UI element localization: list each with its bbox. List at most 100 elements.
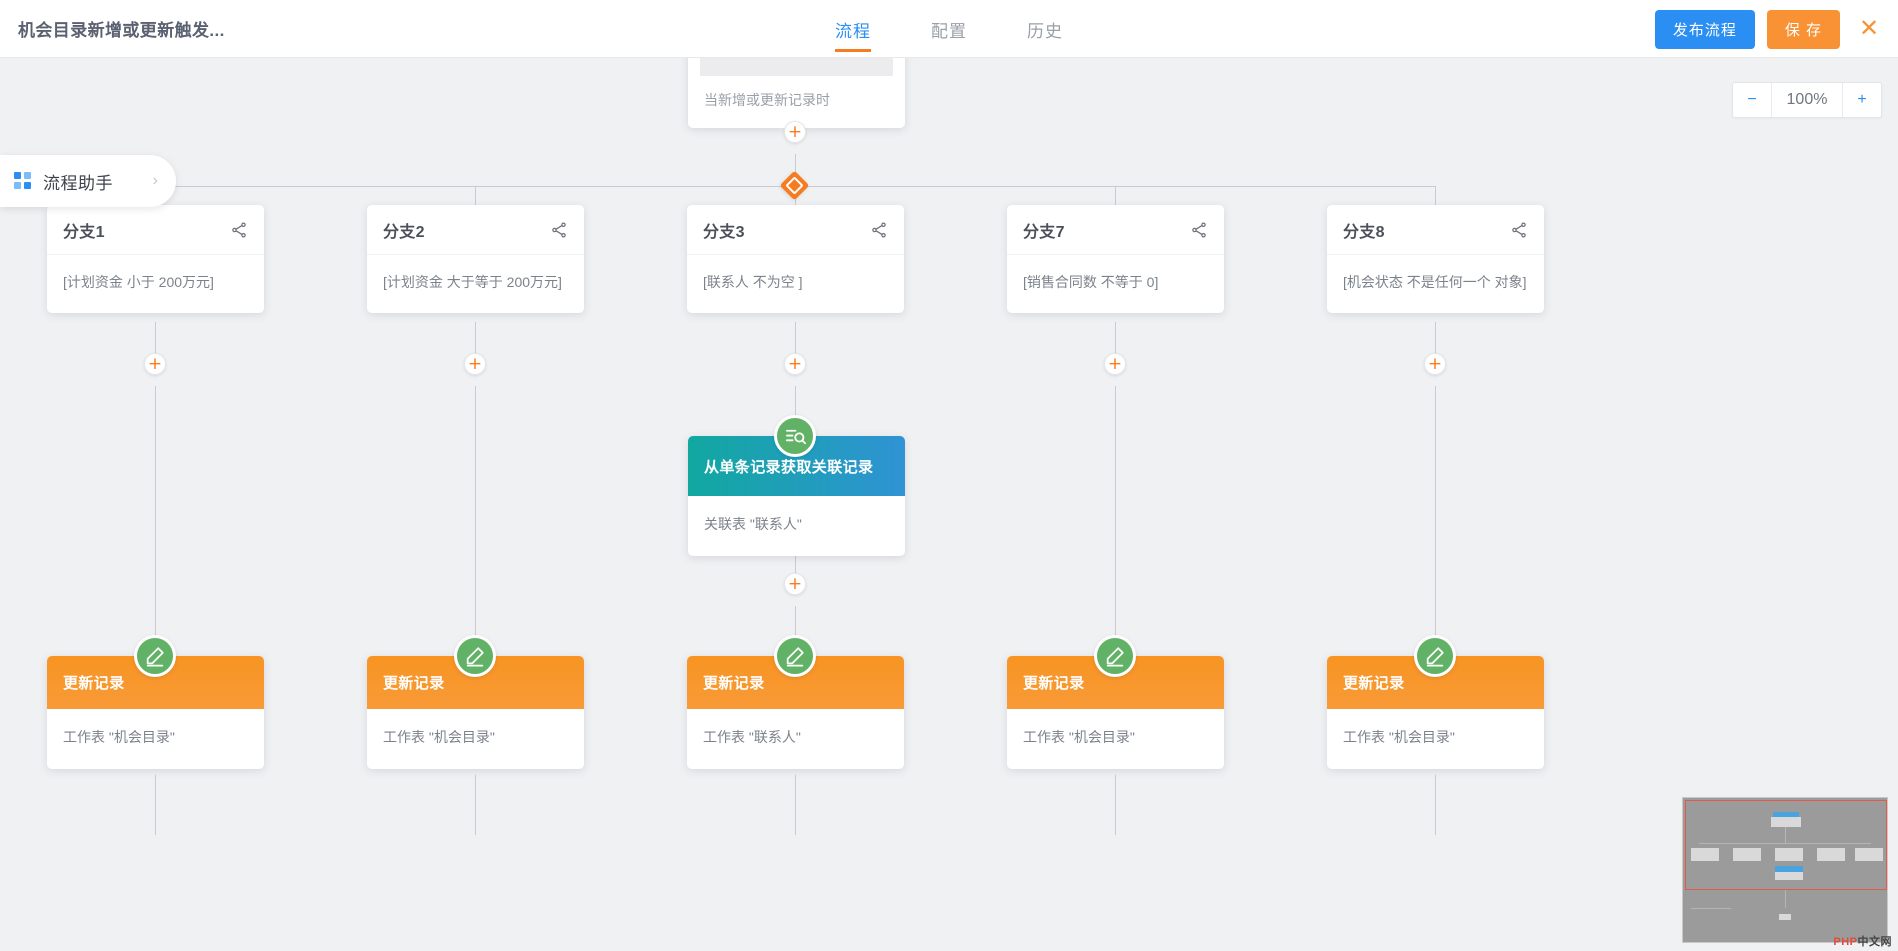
- update-badge[interactable]: [134, 635, 176, 677]
- connector-plus3-to-lookup: [795, 386, 796, 438]
- add-node-button-branch-3[interactable]: +: [784, 353, 806, 375]
- minimap-node: [1733, 848, 1761, 861]
- grid-icon: [14, 172, 32, 190]
- pencil-icon: [466, 647, 484, 667]
- flow-canvas[interactable]: 流程助手 › − 100% +: [0, 58, 1898, 951]
- record-search-icon: [785, 429, 806, 444]
- branch-title: 分支1: [63, 223, 105, 241]
- branch-split-node[interactable]: [779, 170, 810, 201]
- branch-card[interactable]: 分支1 [计划资金 小于 200万元]: [47, 205, 264, 313]
- update-card-detail: 工作表 "机会目录": [1023, 729, 1135, 745]
- branch-title: 分支2: [383, 223, 425, 241]
- share-icon[interactable]: [550, 221, 568, 239]
- minimap-node: [1771, 817, 1801, 827]
- lookup-badge[interactable]: [774, 415, 816, 457]
- connector-plus-to-diamond: [795, 154, 796, 186]
- pencil-icon: [1426, 647, 1444, 667]
- branch-condition: [机会状态 不是任何一个 对象]: [1343, 274, 1527, 290]
- update-badge[interactable]: [1414, 635, 1456, 677]
- connector-update1-tail: [155, 775, 156, 835]
- flow-graph: 当新增或更新记录时 + 分支1 [计划资金 小于 200万元] 分支2 [计划资…: [0, 58, 1898, 951]
- watermark-php: PHP: [1833, 936, 1858, 948]
- toolbar-actions: 发布流程 保 存 ✕: [1654, 0, 1882, 58]
- minimap-node: [1691, 848, 1719, 861]
- minimap-node: [1775, 848, 1803, 861]
- add-node-button-branch-2[interactable]: +: [464, 353, 486, 375]
- share-icon[interactable]: [870, 221, 888, 239]
- lookup-card-title: 从单条记录获取关联记录: [704, 458, 874, 476]
- minimap-node: [1817, 848, 1845, 861]
- branch-card[interactable]: 分支2 [计划资金 大于等于 200万元]: [367, 205, 584, 313]
- tab-history[interactable]: 历史: [997, 0, 1093, 58]
- connector-plus4-to-update4: [1115, 386, 1116, 656]
- connector-plus2-to-update2: [475, 386, 476, 656]
- update-card-detail: 工作表 "联系人": [703, 729, 801, 745]
- minimap-node: [1773, 812, 1799, 817]
- connector-branch5-to-plus: [1435, 322, 1436, 363]
- save-button[interactable]: 保 存: [1766, 9, 1840, 49]
- update-badge[interactable]: [1094, 635, 1136, 677]
- share-icon[interactable]: [1190, 221, 1208, 239]
- publish-flow-button[interactable]: 发布流程: [1654, 9, 1755, 49]
- share-icon[interactable]: [1510, 221, 1528, 239]
- update-card-detail: 工作表 "机会目录": [63, 729, 175, 745]
- connector-update2-tail: [475, 775, 476, 835]
- watermark-cn: 中文网: [1857, 936, 1892, 948]
- zoom-out-button[interactable]: −: [1747, 91, 1757, 108]
- minimap-node: [1779, 914, 1791, 920]
- branch-card[interactable]: 分支8 [机会状态 不是任何一个 对象]: [1327, 205, 1544, 313]
- page-title: 机会目录新增或更新触发...: [18, 21, 225, 40]
- flow-assistant-panel[interactable]: 流程助手 ›: [0, 155, 176, 207]
- update-record-card[interactable]: 更新记录 工作表 "机会目录": [1007, 656, 1224, 769]
- share-icon[interactable]: [230, 221, 248, 239]
- branch-condition: [计划资金 小于 200万元]: [63, 274, 214, 290]
- connector-branch3-to-plus: [795, 322, 796, 363]
- minimap-connector: [1699, 843, 1871, 844]
- tab-flow-label: 流程: [835, 21, 871, 41]
- update-card-title: 更新记录: [1343, 675, 1405, 692]
- lookup-card-detail: 关联表 "联系人": [704, 516, 802, 532]
- add-node-button-branch-4[interactable]: +: [1104, 353, 1126, 375]
- update-badge[interactable]: [454, 635, 496, 677]
- tab-config[interactable]: 配置: [901, 0, 997, 58]
- tab-config-label: 配置: [931, 21, 967, 41]
- branch-title: 分支3: [703, 223, 745, 241]
- trigger-card-header: [700, 58, 893, 76]
- connector-update3-tail: [795, 775, 796, 835]
- tab-flow[interactable]: 流程: [805, 0, 901, 58]
- update-record-card[interactable]: 更新记录 工作表 "联系人": [687, 656, 904, 769]
- trigger-card[interactable]: 当新增或更新记录时: [688, 58, 905, 128]
- flow-assistant-label: 流程助手: [43, 173, 113, 193]
- branch-card-header: 分支2: [367, 205, 584, 255]
- add-node-button-lookup[interactable]: +: [784, 573, 806, 595]
- watermark: PHP中文网: [1833, 933, 1892, 949]
- chevron-right-icon: ›: [152, 172, 158, 189]
- add-node-button-branch-1[interactable]: +: [144, 353, 166, 375]
- minimap-viewport[interactable]: [1685, 800, 1887, 890]
- branch-title: 分支8: [1343, 223, 1385, 241]
- pencil-icon: [1106, 647, 1124, 667]
- tab-bar: 流程 配置 历史: [805, 0, 1093, 58]
- update-badge[interactable]: [774, 635, 816, 677]
- add-node-button-branch-5[interactable]: +: [1424, 353, 1446, 375]
- minimap-connector: [1785, 827, 1786, 843]
- close-icon[interactable]: ✕: [1858, 15, 1880, 42]
- connector-lookup-to-plus: [795, 552, 796, 584]
- connector-update4-tail: [1115, 775, 1116, 835]
- branch-card[interactable]: 分支7 [销售合同数 不等于 0]: [1007, 205, 1224, 313]
- minimap-connector: [1691, 908, 1731, 909]
- branch-card-header: 分支1: [47, 205, 264, 255]
- connector-branch1-to-plus: [155, 322, 156, 363]
- minimap[interactable]: [1682, 797, 1888, 943]
- minimap-connector: [1785, 890, 1786, 908]
- connector-plus5-to-update5: [1435, 386, 1436, 656]
- update-card-detail: 工作表 "机会目录": [1343, 729, 1455, 745]
- update-card-title: 更新记录: [1023, 675, 1085, 692]
- zoom-in-button[interactable]: +: [1857, 91, 1867, 108]
- trigger-description: 当新增或更新记录时: [704, 92, 830, 108]
- branch-card[interactable]: 分支3 [联系人 不为空 ]: [687, 205, 904, 313]
- branch-card-header: 分支7: [1007, 205, 1224, 255]
- connector-plus-to-update3: [795, 606, 796, 656]
- pencil-icon: [146, 647, 164, 667]
- add-node-button-trigger[interactable]: +: [784, 121, 806, 143]
